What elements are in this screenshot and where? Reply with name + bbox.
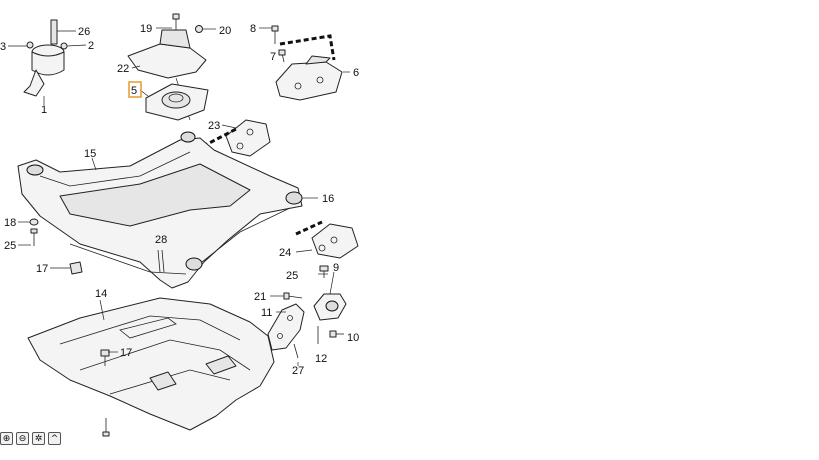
chevron-up-icon[interactable]: ^ bbox=[48, 432, 61, 445]
callout-27[interactable]: 27 bbox=[292, 365, 304, 377]
callout-5[interactable]: 5 bbox=[131, 85, 137, 97]
part-9-rear-mount[interactable] bbox=[313, 265, 347, 344]
callout-25a[interactable]: 25 bbox=[4, 240, 16, 252]
callout-9[interactable]: 9 bbox=[333, 262, 339, 274]
callout-25b[interactable]: 25 bbox=[286, 270, 298, 282]
callout-17a[interactable]: 17 bbox=[36, 263, 48, 275]
callout-5-highlight bbox=[128, 81, 142, 98]
zoom-out-icon[interactable]: ⊖ bbox=[16, 432, 29, 445]
part-6-transmission-bracket[interactable] bbox=[259, 25, 350, 101]
fit-icon[interactable]: ✲ bbox=[32, 432, 45, 445]
callout-8[interactable]: 8 bbox=[250, 23, 256, 35]
part-5-rubber-mount[interactable] bbox=[128, 81, 209, 121]
callout-23[interactable]: 23 bbox=[208, 120, 220, 132]
callout-16[interactable]: 16 bbox=[322, 193, 334, 205]
callout-28[interactable]: 28 bbox=[155, 234, 167, 246]
callout-22[interactable]: 22 bbox=[117, 63, 129, 75]
fastener-28-pin[interactable] bbox=[157, 249, 165, 273]
callout-11[interactable]: 11 bbox=[261, 307, 272, 319]
callout-10[interactable]: 10 bbox=[347, 332, 359, 344]
part-24-bracket[interactable] bbox=[295, 220, 359, 259]
callout-12[interactable]: 12 bbox=[315, 353, 327, 365]
callout-3[interactable]: 3 bbox=[0, 41, 6, 53]
part-1-engine-mount[interactable] bbox=[8, 19, 87, 105]
callout-17b[interactable]: 17 bbox=[120, 347, 132, 359]
callout-20[interactable]: 20 bbox=[219, 25, 231, 37]
part-22-mount-bracket[interactable] bbox=[127, 13, 216, 121]
callout-18[interactable]: 18 bbox=[4, 217, 16, 229]
callout-15[interactable]: 15 bbox=[84, 148, 96, 160]
callout-labels: 26 3 2 1 19 20 22 5 8 7 6 23 15 16 18 25… bbox=[0, 23, 359, 377]
callout-26[interactable]: 26 bbox=[78, 26, 90, 38]
callout-1[interactable]: 1 bbox=[41, 104, 47, 116]
part-15-front-subframe[interactable] bbox=[17, 131, 318, 289]
part-11-bracket[interactable] bbox=[267, 292, 305, 366]
callout-6[interactable]: 6 bbox=[353, 67, 359, 79]
part-23-bracket[interactable] bbox=[195, 119, 271, 157]
fastener-17-13-bolts[interactable] bbox=[100, 349, 118, 437]
part-14-splash-shield[interactable] bbox=[27, 297, 275, 431]
viewer-toolbar: ⊕ ⊖ ✲ ^ bbox=[0, 432, 61, 446]
callout-14[interactable]: 14 bbox=[95, 288, 107, 300]
zoom-in-icon[interactable]: ⊕ bbox=[0, 432, 13, 445]
callout-7[interactable]: 7 bbox=[270, 51, 276, 63]
callout-21[interactable]: 21 bbox=[254, 291, 266, 303]
callout-19[interactable]: 19 bbox=[140, 23, 152, 35]
fastener-18-25-17[interactable] bbox=[18, 218, 83, 275]
callout-2[interactable]: 2 bbox=[88, 40, 94, 52]
callout-24[interactable]: 24 bbox=[279, 247, 291, 259]
